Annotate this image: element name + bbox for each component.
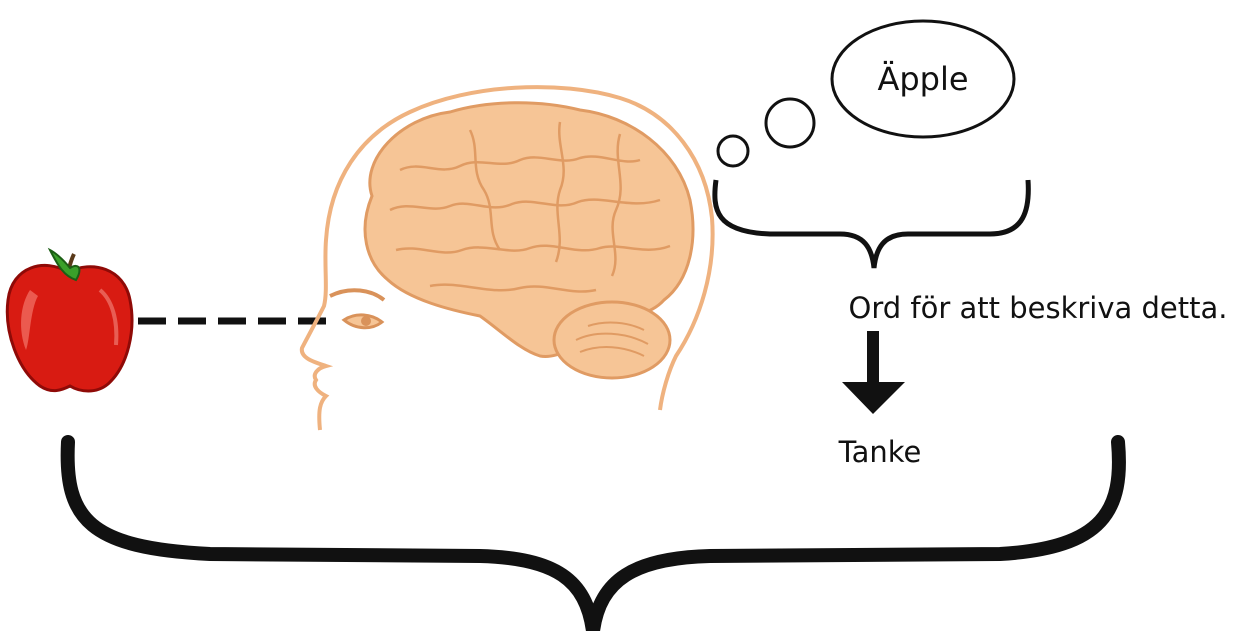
apple-icon [7, 250, 132, 391]
result-label: Tanke [838, 435, 922, 469]
description-label: Ord för att beskriva detta. [849, 291, 1228, 325]
brain-icon [365, 103, 693, 378]
large-brace [68, 442, 1119, 631]
small-brace [715, 180, 1028, 268]
bubble-word: Äpple [877, 60, 968, 98]
arrow-down-icon [842, 331, 905, 414]
eye-icon [330, 290, 384, 328]
thought-bubble-icon [718, 21, 1014, 166]
